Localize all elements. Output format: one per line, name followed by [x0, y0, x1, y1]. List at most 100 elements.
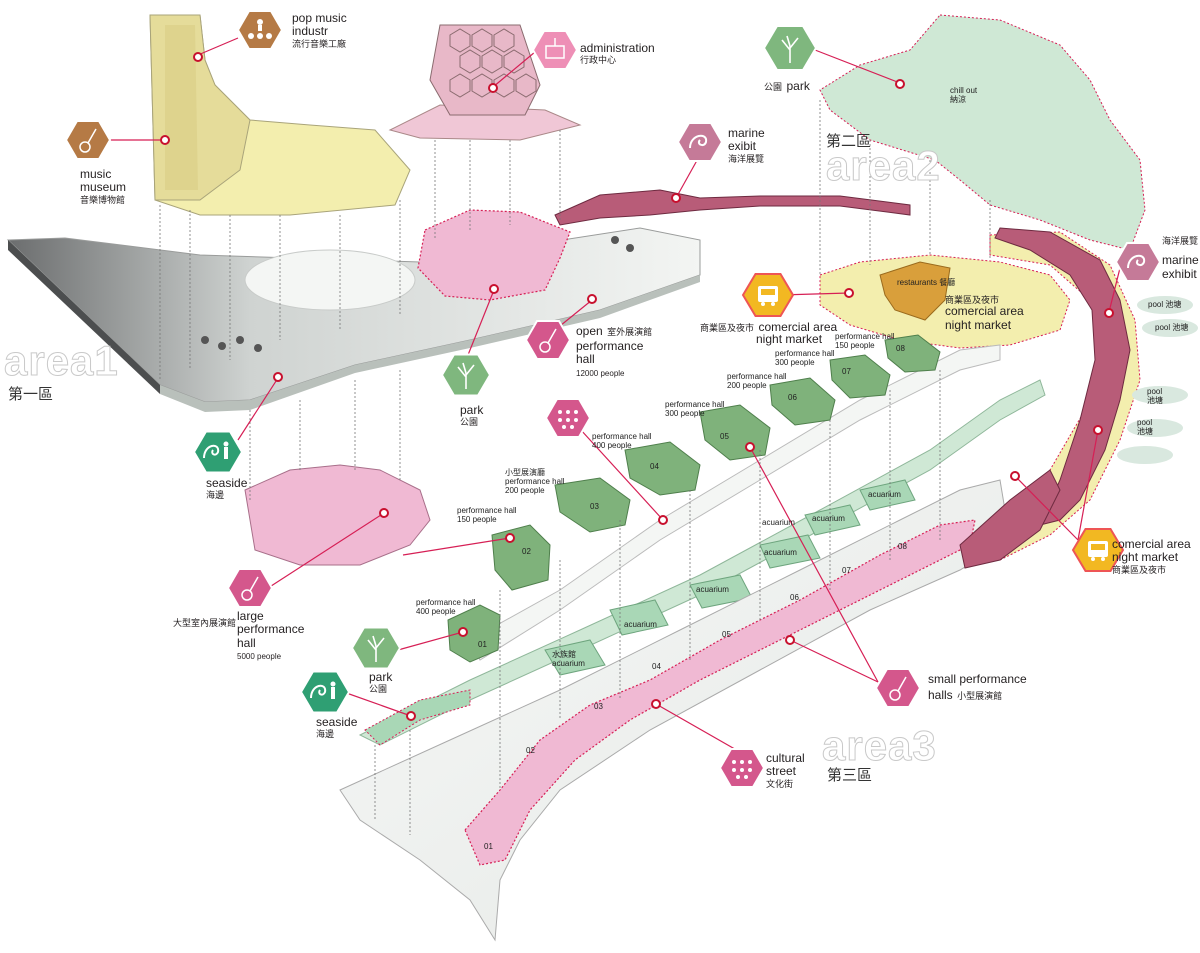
pool-shape	[1137, 296, 1193, 314]
hall-05-number: 05	[720, 432, 729, 441]
park-top-label: 公園 park	[764, 79, 810, 93]
commercial-low-label: comercial area night market 商業區及夜市	[1112, 537, 1191, 575]
street-number: 04	[652, 662, 661, 671]
area2-title: area2	[826, 142, 941, 190]
green-roof-halls	[447, 334, 941, 663]
administration-hex-icon	[531, 30, 579, 70]
seaside-hex-icon	[299, 670, 351, 714]
park-mid-label: park 公園	[460, 403, 484, 428]
administration-block	[388, 24, 582, 141]
acuarium-label: acuarium	[868, 490, 901, 499]
street-number: 05	[722, 630, 731, 639]
tree-hex-icon	[440, 353, 492, 397]
callout-lines	[110, 37, 1121, 753]
administration-label: administration 行政中心	[580, 41, 655, 66]
pop-music-label: pop music industr 流行音樂工廠	[292, 11, 347, 49]
marine-exhibit-label: 海洋展覽 marine exhibit	[1162, 236, 1199, 281]
music-museum-label: music museum 音樂博物館	[80, 167, 127, 205]
guitar-hex-icon	[874, 668, 922, 708]
small-halls-label: small performance halls 小型展演館	[928, 672, 1027, 703]
acuarium-label: acuarium	[764, 548, 797, 557]
seaside-1-label: seaside 海邊	[206, 476, 248, 501]
seaside-zone	[364, 689, 471, 746]
performance-spine	[469, 344, 1001, 661]
area2-park-zone	[819, 14, 1146, 251]
aquarium-band	[358, 379, 1046, 746]
commercial-mid-label: 商業區及夜市 comercial area night market	[945, 295, 1024, 332]
wave-hex-icon	[676, 122, 724, 162]
large-performance-hall-block	[244, 464, 431, 566]
chill-out-label: chill out 納涼	[950, 86, 978, 105]
crowd-hex-icon	[718, 748, 766, 788]
guitar-hex-icon	[226, 568, 274, 608]
marine-bridge	[554, 189, 911, 226]
projection-lines	[159, 100, 991, 835]
pop-music-hex-icon	[236, 10, 284, 50]
park-low-label: park 公園	[369, 670, 393, 695]
area3-title: area3	[822, 722, 937, 770]
street-number: 02	[526, 746, 535, 755]
bus-hex-icon	[741, 273, 795, 317]
commercial-top-label: 商業區及夜市 comercial area	[700, 320, 838, 334]
restaurants-block	[879, 261, 951, 321]
hall-06-number: 06	[788, 393, 797, 402]
street-number: 07	[842, 566, 851, 575]
hall-07-number: 07	[842, 367, 851, 376]
street-number: 03	[594, 702, 603, 711]
pool-shape	[1132, 386, 1188, 404]
restaurants-label: restaurants 餐廳	[897, 278, 956, 287]
hall-01-number: 01	[478, 640, 487, 649]
hall-02-number: 02	[522, 547, 531, 556]
tree-hex-icon	[350, 626, 402, 670]
pool-label: pool 池塘	[1148, 300, 1182, 309]
area3-zh: 第三區	[827, 766, 873, 784]
music-complex	[149, 14, 411, 216]
open-hall-label: open 室外展演館 performance hall 12000 people	[576, 324, 653, 378]
pool-shape	[1127, 419, 1183, 437]
bus-hex-icon	[1071, 528, 1125, 572]
seaside-hex-icon	[192, 430, 244, 474]
marine-boat	[959, 469, 1061, 569]
wave-hex-icon	[1114, 242, 1162, 282]
area1-zh: 第一區	[8, 385, 54, 403]
street-number: 08	[898, 542, 907, 551]
large-hall-label: large performance hall 5000 people	[237, 609, 305, 662]
street-number: 06	[790, 593, 799, 602]
marine-exhibit-right	[994, 227, 1131, 526]
acuarium-label: acuarium	[624, 620, 657, 629]
area2-zh: 第二區	[826, 132, 872, 150]
hall-04-number: 04	[650, 462, 659, 471]
cultural-street-label: cultural street 文化街	[766, 751, 805, 789]
open-performance-hall-zone	[417, 209, 571, 301]
hall-08-number: 08	[896, 344, 905, 353]
pool-label: pool 池塘	[1155, 323, 1189, 332]
guitar-hex-icon	[64, 120, 112, 160]
callout-dots	[160, 52, 1114, 721]
street-number: 01	[484, 842, 493, 851]
acuarium-label: acuarium	[812, 514, 845, 523]
tree-hex-icon	[762, 25, 818, 71]
acuarium-label: acuarium	[762, 518, 795, 527]
pool-shape	[1142, 319, 1198, 337]
marine-exibit-label: marine exibit 海洋展覽	[728, 126, 765, 164]
acuarium-label: acuarium	[696, 585, 729, 594]
crowd-hex-icon	[544, 398, 592, 438]
hall-03-number: 03	[590, 502, 599, 511]
guitar-hex-icon	[524, 320, 572, 360]
commercial-top-label-2: night market	[756, 332, 823, 346]
seaside-2-label: seaside 海邊	[316, 715, 358, 740]
area1-title: area1	[4, 337, 119, 385]
